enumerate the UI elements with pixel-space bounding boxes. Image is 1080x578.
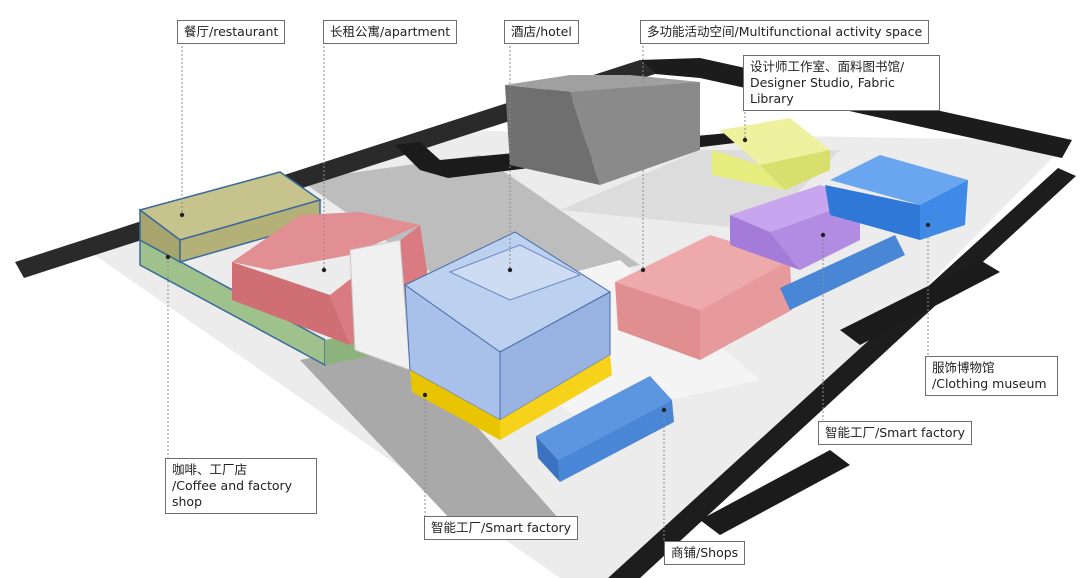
hotel-existing-side	[570, 82, 700, 185]
hotel-roof-box	[448, 244, 582, 301]
apartment-front	[232, 262, 350, 345]
road-bottom-right	[700, 450, 850, 535]
road-right-lower	[840, 260, 1000, 345]
factory-right-side	[700, 260, 792, 360]
blue-bar-right	[780, 235, 905, 310]
clothing-museum-label: 服饰博物馆 /Clothing museum	[925, 356, 1058, 396]
museum-top	[830, 155, 968, 205]
shops-front	[536, 436, 560, 482]
studio-front	[712, 150, 785, 190]
hotel-existing-front	[505, 85, 600, 185]
hotel-base-front	[410, 370, 500, 440]
leader-dots	[165, 137, 931, 413]
leader-lines	[167, 38, 929, 540]
museum-side	[920, 180, 968, 240]
activity-front	[730, 215, 800, 270]
smart-factory-left-label: 智能工厂/Smart factory	[424, 516, 579, 540]
smart-factory-right-label: 智能工厂/Smart factory	[818, 421, 973, 445]
hotel-base-side	[500, 355, 612, 440]
studio-top	[720, 118, 830, 165]
museum-front	[825, 185, 920, 240]
hotel-label: 酒店/hotel	[504, 20, 579, 44]
apartment-label: 长租公寓/apartment	[323, 20, 458, 44]
restaurant-label: 餐厅/restaurant	[177, 20, 286, 44]
designer-studio-label: 设计师工作室、面料图书馆/ Designer Studio, Fabric Li…	[743, 55, 940, 111]
factory-right-top	[615, 235, 790, 310]
plaza-grey-bottom	[300, 340, 560, 540]
apartment-top	[232, 212, 420, 270]
factory-right-front	[615, 282, 700, 360]
coffee-shop-label: 咖啡、工厂店 /Coffee and factory shop	[165, 458, 317, 514]
studio-side	[760, 150, 830, 190]
shops-label: 商铺/Shops	[664, 541, 746, 565]
shops-side	[558, 400, 674, 482]
activity-space-label: 多功能活动空间/Multifunctional activity space	[640, 20, 930, 44]
activity-side	[770, 200, 860, 270]
apartment-white-block	[349, 239, 411, 371]
shops-top	[536, 376, 672, 460]
